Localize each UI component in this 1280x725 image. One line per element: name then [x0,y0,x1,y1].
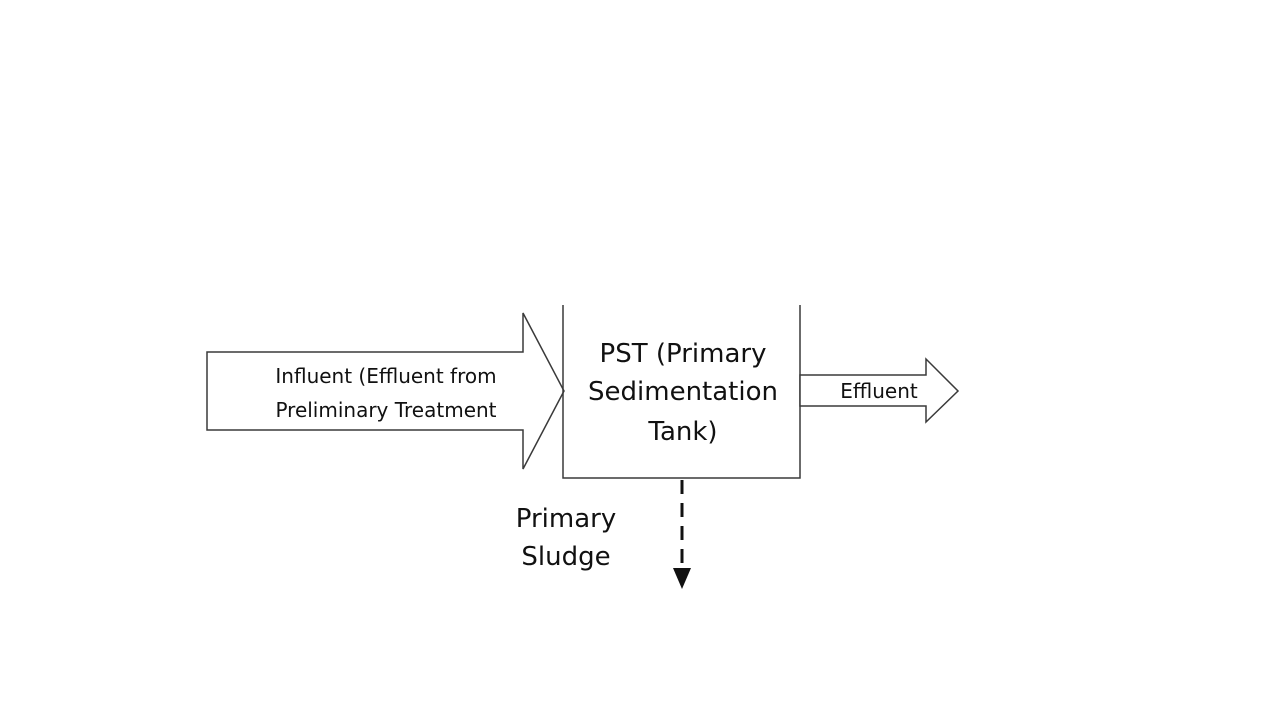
influent-arrow [206,312,565,470]
tank-label-line1: PST (Primary [600,339,767,369]
sludge-label-line2: Sludge [521,542,610,572]
sludge-label-line1: Primary [516,504,616,534]
influent-label-line2: Preliminary Treatment [275,398,496,422]
effluent-label: Effluent [840,379,918,403]
sludge-arrowhead [673,568,691,589]
influent-label-line1: Influent (Effluent from [275,364,496,388]
tank-label-line2: Sedimentation [588,377,778,407]
tank-label-line3: Tank) [647,417,717,447]
effluent-arrow [799,357,960,424]
